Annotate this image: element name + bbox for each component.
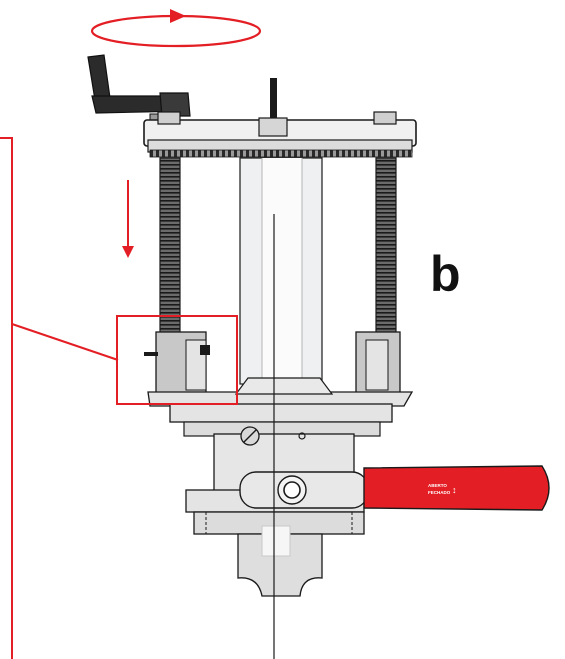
panel-label: b — [430, 246, 461, 302]
valve-body — [185, 426, 365, 597]
handle-arrows-icon: ↕ — [452, 485, 457, 495]
handle-open-label: ABERTO — [428, 483, 447, 488]
rotation-arrow-icon — [90, 9, 262, 48]
top-plate — [143, 111, 417, 153]
down-arrow-icon — [122, 180, 134, 258]
valve-lever-handle: ABERTO FECHADO ↕ — [239, 465, 550, 511]
drive-chain — [149, 149, 413, 158]
right-guide-block — [355, 331, 401, 395]
left-guide-block — [144, 331, 210, 395]
annotation-bracket — [0, 137, 238, 659]
drive-rod — [270, 78, 277, 124]
left-threaded-rod — [159, 157, 181, 337]
base-flange — [147, 377, 414, 437]
detail-highlight-box — [116, 315, 238, 405]
handle-closed-label: FECHADO — [428, 490, 451, 495]
central-cylinder — [239, 157, 323, 385]
crank-handle-icon — [87, 54, 191, 129]
right-threaded-rod — [375, 157, 397, 337]
